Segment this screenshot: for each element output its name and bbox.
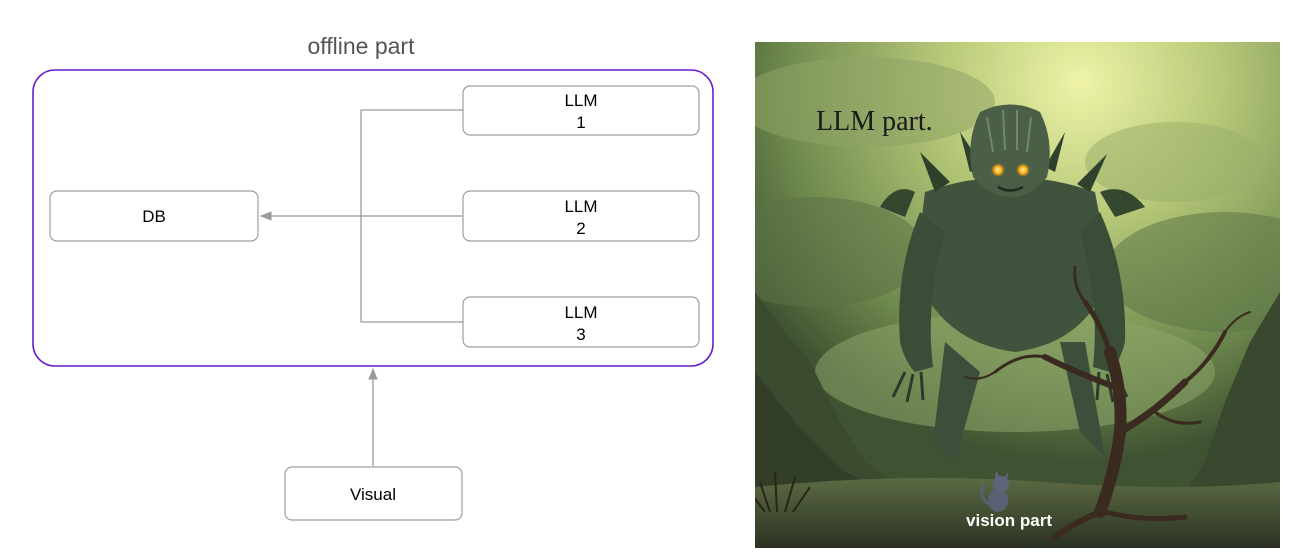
node-db[interactable]: DB <box>49 190 259 242</box>
edge-llm3-to-db <box>360 216 463 323</box>
node-llm-1-line2: 1 <box>576 113 585 132</box>
node-llm-1-line1: LLM <box>564 91 597 110</box>
cluster-title: offline part <box>308 33 416 59</box>
monster-illustration: LLM part. vision part <box>755 42 1280 548</box>
monster-eye-left-icon <box>991 163 1005 177</box>
vision-part-caption: vision part <box>966 511 1052 530</box>
giant-monster-icon <box>880 104 1145 462</box>
monster-eye-right-icon <box>1016 163 1030 177</box>
node-db-label: DB <box>142 207 166 226</box>
node-llm-3-line2: 3 <box>576 325 585 344</box>
llm-part-caption: LLM part. <box>816 106 933 137</box>
architecture-diagram: offline part DB LLM 1 LLM 2 <box>32 33 714 521</box>
offline-cluster-box <box>32 69 714 367</box>
node-llm-2-line1: LLM <box>564 197 597 216</box>
shrub-icon <box>755 471 811 513</box>
node-llm-1[interactable]: LLM 1 <box>462 85 700 136</box>
node-visual[interactable]: Visual <box>284 466 463 521</box>
node-llm-3[interactable]: LLM 3 <box>462 296 700 348</box>
node-visual-label: Visual <box>350 485 396 504</box>
ground <box>755 478 1280 548</box>
node-llm-3-line1: LLM <box>564 303 597 322</box>
edges <box>259 109 463 466</box>
kitten-icon <box>980 471 1009 512</box>
mountains <box>755 292 1280 512</box>
node-llm-2[interactable]: LLM 2 <box>462 190 700 242</box>
node-llm-2-line2: 2 <box>576 219 585 238</box>
dead-tree-icon <box>964 265 1251 540</box>
edge-llm1-to-db <box>360 109 463 216</box>
